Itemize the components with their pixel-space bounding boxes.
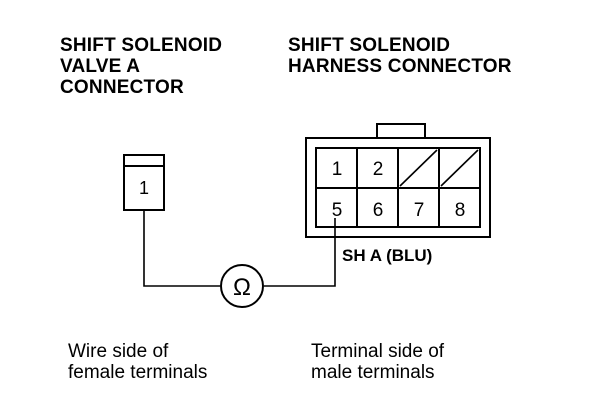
valve-connector-title: SHIFT SOLENOID VALVE A CONNECTOR xyxy=(60,35,222,98)
ohmmeter: Ω xyxy=(220,264,264,308)
harness-connector-lock-tab xyxy=(376,123,426,139)
harness-terminal-7-label: 7 xyxy=(414,200,425,221)
harness-connector-title: SHIFT SOLENOID HARNESS CONNECTOR xyxy=(288,35,512,77)
cavity-3-unused-slash xyxy=(399,149,438,187)
ohmmeter-circle xyxy=(220,264,264,308)
caption-left-line-1: Wire side of xyxy=(68,341,169,362)
valve-view-caption: Wire side of female terminals xyxy=(68,341,207,383)
harness-terminal-1-label: 1 xyxy=(332,159,343,180)
valve-title-line-3: CONNECTOR xyxy=(60,77,184,98)
harness-connector: 1 2 5 6 7 8 xyxy=(305,123,491,238)
harness-title-line-1: SHIFT SOLENOID xyxy=(288,35,451,56)
harness-terminal-8-label: 8 xyxy=(455,200,466,221)
valve-terminal-1-label: 1 xyxy=(139,178,149,198)
cavity-4-unused-slash xyxy=(440,149,479,187)
caption-right-line-2: male terminals xyxy=(311,362,435,383)
caption-right-line-1: Terminal side of xyxy=(311,341,445,362)
valve-title-line-2: VALVE A xyxy=(60,56,141,77)
harness-terminal-5-label: 5 xyxy=(332,200,343,221)
ohm-icon: Ω xyxy=(233,274,251,301)
caption-left-line-2: female terminals xyxy=(68,362,208,383)
wire-color-label: SH A (BLU) xyxy=(342,246,432,265)
test-lead-right xyxy=(264,218,336,287)
test-lead-left xyxy=(143,210,220,287)
valve-connector: 1 xyxy=(123,154,165,211)
harness-title-line-2: HARNESS CONNECTOR xyxy=(288,56,512,77)
valve-title-line-1: SHIFT SOLENOID xyxy=(60,35,223,56)
harness-terminal-2-label: 2 xyxy=(373,159,384,180)
harness-view-caption: Terminal side of male terminals xyxy=(311,341,444,383)
harness-terminal-6-label: 6 xyxy=(373,200,384,221)
